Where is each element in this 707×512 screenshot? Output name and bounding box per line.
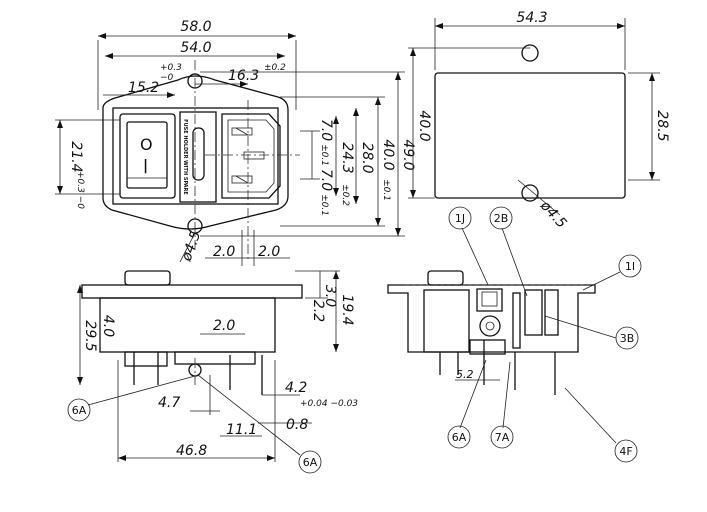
fuse-holder [179,111,217,203]
balloon-6a-bottom: 6A [303,456,318,469]
dim-bottom-0-8: 0.8 [286,417,308,433]
section-fuse-clip [476,288,503,312]
dim-switch-tol-minus: −0 [160,73,174,83]
switch-rocker [126,121,168,189]
switch-on-mark: | [143,158,148,174]
balloon-2b: 2B [494,212,509,225]
pin-earth [243,151,265,160]
dim-side-right-lower: 2.2 [310,300,326,322]
switch-off-mark: O [140,135,153,154]
fuse-window [192,127,205,181]
dim-switch-offset: 15.2 [128,80,159,96]
iec-socket-inner [227,119,275,193]
dim-front-width-inner: 54.0 [180,40,211,56]
dim-bottom-46-8: 46.8 [176,443,207,459]
dim-pin-upper-tol: ±0.1 [319,144,329,166]
dim-bottom-4-2: 4.2 [285,380,307,396]
balloon-1i: 1I [625,260,635,273]
dim-side-flange: 4.0 [100,315,116,337]
balloon-4f: 4F [619,445,632,458]
dim-pin-lower-tol: ±0.1 [319,194,329,216]
dim-bottom-0-8-tol: +0.04 −0.03 [300,399,358,409]
side-terminal-block [124,351,168,367]
dim-section-5-2: 5.2 [456,368,474,381]
dim-front-body-height: 40.0 [380,139,396,170]
balloons: 6A 6A 1J 2B 1I 3B 6A 7A 4F [67,206,642,474]
balloon-3b: 3B [620,332,635,345]
dim-pin-lower: 7.0 [318,169,334,191]
dim-mount-hole: ø4.5 [178,229,204,264]
dim-front-body-height-tol: ±0.1 [381,179,391,201]
dim-pin-upper: 7.0 [318,119,334,141]
dim-bottom-11-1: 11.1 [226,422,257,438]
front-view: O | FUSE HOLDER WITH SPARE [102,60,300,262]
dim-side-right-upper: 3.0 [322,285,338,307]
dim-switch-height: 21.4 [68,141,84,172]
section-view: 5.2 [387,227,621,444]
side-body [99,297,276,353]
dim-cutout-height: 40.0 [416,110,432,141]
flange-outline [102,75,289,230]
dim-switch-tol-plus: +0.3 [160,63,182,73]
dim-socket-height: 24.3 [339,142,355,173]
iec-socket-outer [221,113,281,199]
panel-cutout-view: 54.3 40.0 28.5 ø4.5 [408,10,670,232]
section-housing [387,284,596,353]
balloon-6a-section: 6A [452,431,467,444]
balloon-1j: 1J [455,212,465,225]
dim-pin-gap-left: 2.0 [213,244,235,260]
dim-cutout-hole: ø4.5 [536,197,569,231]
balloon-7a: 7A [495,431,510,444]
dim-socket-offset: 16.3 [228,68,259,84]
dim-front-inner-height: 28.0 [359,142,375,173]
dim-cutout-width: 54.3 [516,10,547,26]
fuse-label: FUSE HOLDER WITH SPARE [182,119,188,195]
cutout-rect [434,72,626,199]
dim-side-tab: 2.0 [213,318,235,334]
dim-front-overall-height: 49.0 [400,139,416,170]
dim-cutout-inner: 28.5 [654,110,670,141]
side-flange [81,284,303,299]
section-fuse [479,315,501,337]
side-switch-top [124,270,171,286]
dim-bottom-4-7: 4.7 [158,395,180,411]
dim-side-right-total: 19.4 [339,294,355,325]
pin-upper [231,127,253,136]
balloon-6a-left: 6A [72,404,87,417]
cutout-hole-top [521,44,539,62]
dim-socket-tol: ±0.2 [264,63,286,73]
switch-bezel [119,113,176,199]
side-terminal-block-2 [174,351,256,365]
cutout-hole-bottom [521,184,539,202]
dim-switch-height-tol: +0.3 −0 [75,171,85,209]
body-outline [112,107,279,205]
pin-lower [231,175,253,184]
dim-side-height-total: 29.5 [82,320,98,351]
dim-socket-height-tol: ±0.2 [340,184,350,206]
front-dimensions: 58.0 54.0 15.2 +0.3 −0 16.3 ±0.2 21.4 +0… [55,19,416,266]
side-view: 29.5 4.0 2.0 3.0 2.2 19.4 46.8 4.7 4.2 0… [77,270,358,462]
dim-pin-gap-right: 2.0 [258,244,280,260]
dim-front-width-overall: 58.0 [180,19,211,35]
